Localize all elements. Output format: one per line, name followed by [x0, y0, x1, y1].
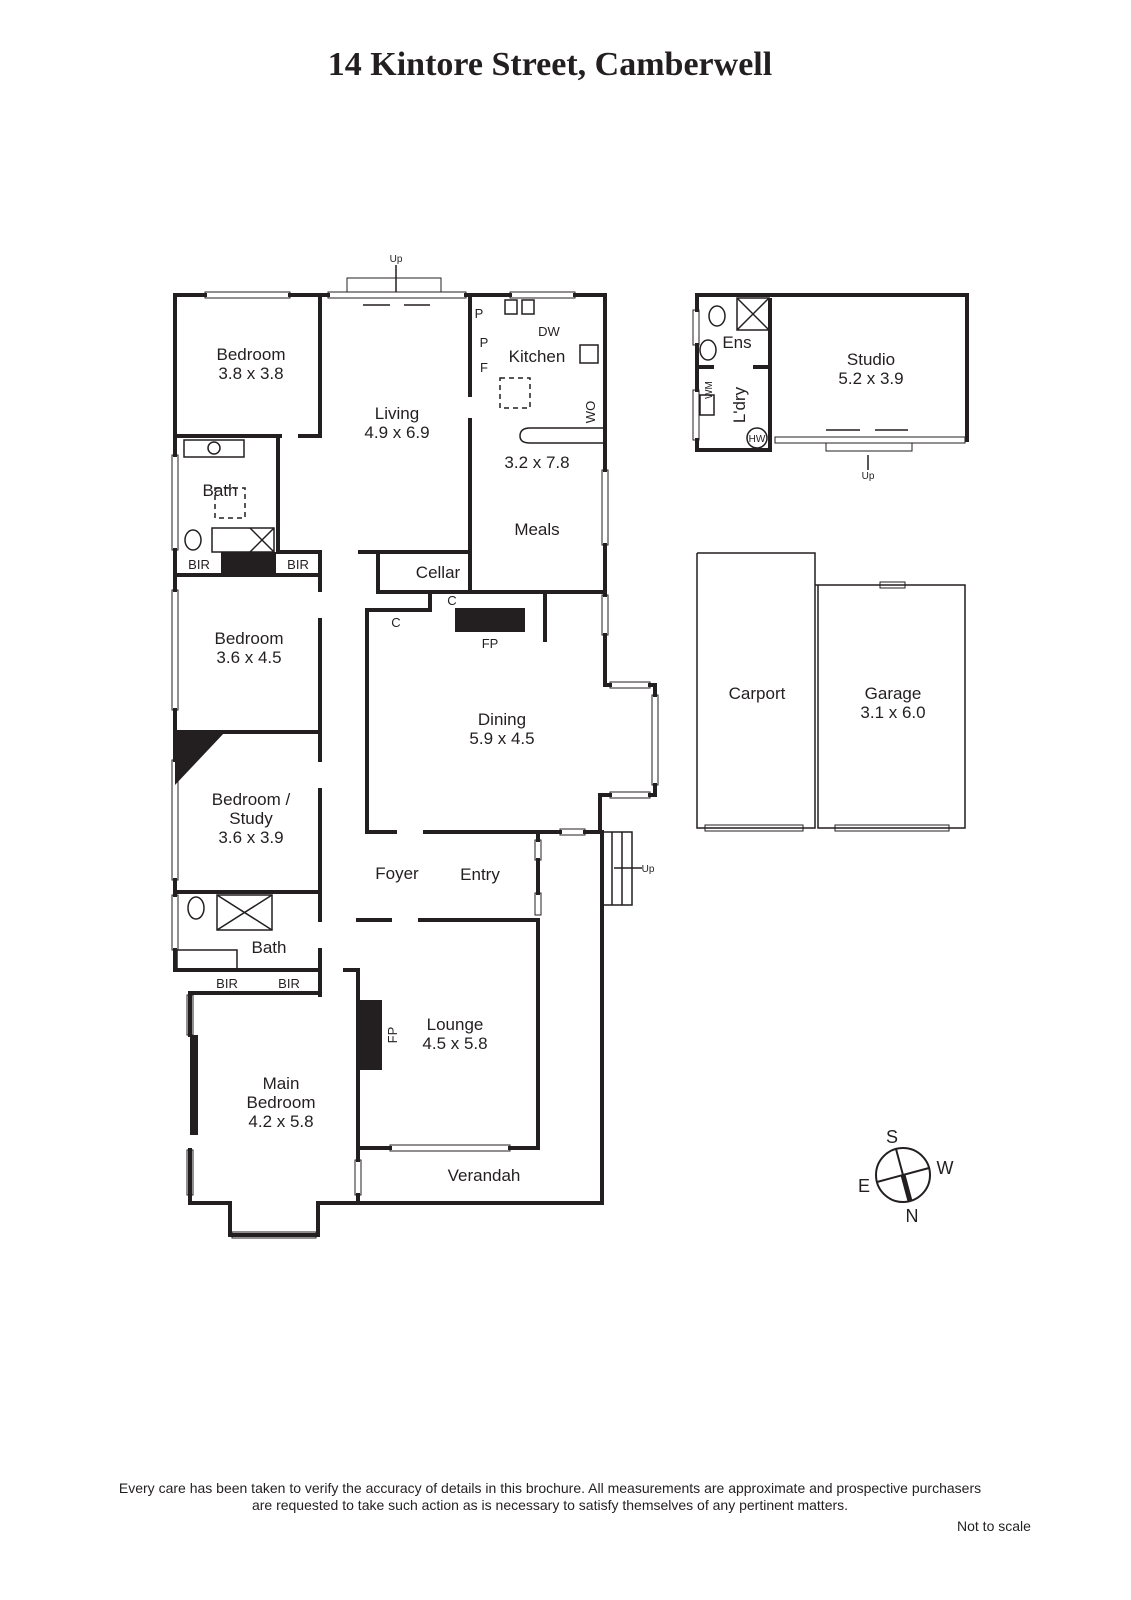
stairs-up-label: Up	[862, 471, 875, 482]
room-labels: Bedroom 3.8 x 3.8 Living 4.9 x 6.9 Kitch…	[203, 333, 926, 1185]
dishwasher-label: DW	[538, 324, 560, 339]
compass-west: W	[937, 1158, 954, 1178]
study-name-2: Study	[229, 809, 273, 828]
not-to-scale: Not to scale	[957, 1518, 1031, 1534]
main-bedroom-name-2: Bedroom	[247, 1093, 316, 1112]
plan-title: 14 Kintore Street, Camberwell	[327, 46, 773, 83]
main-bedroom-size: 4.2 x 5.8	[248, 1112, 313, 1131]
dining-name: Dining	[478, 710, 526, 729]
bir-label: BIR	[188, 557, 210, 572]
fixtures	[176, 265, 908, 971]
cupboard-label: C	[391, 615, 400, 630]
stairs-up-label: Up	[390, 254, 403, 265]
studio-size: 5.2 x 3.9	[838, 369, 903, 388]
bedroom1-size: 3.8 x 3.8	[218, 364, 283, 383]
bedroom1-name: Bedroom	[217, 345, 286, 364]
disclaimer: Every care has been taken to verify the …	[0, 1480, 1100, 1514]
entry-name: Entry	[460, 865, 500, 884]
stairs-up-label: Up	[642, 864, 655, 875]
bir-label: BIR	[287, 557, 309, 572]
foyer-name: Foyer	[375, 864, 419, 883]
lounge-size: 4.5 x 5.8	[422, 1034, 487, 1053]
main-bedroom-name-1: Main	[263, 1074, 300, 1093]
disclaimer-line-2: are requested to take such action as is …	[251, 1497, 849, 1513]
fireplace-label: FP	[482, 636, 499, 651]
fireplace-label: FP	[385, 1027, 400, 1044]
ens-name: Ens	[722, 333, 751, 352]
garage-name: Garage	[865, 684, 922, 703]
kitchen-name: Kitchen	[509, 347, 566, 366]
meals-name: Meals	[514, 520, 559, 539]
living-size: 4.9 x 6.9	[364, 423, 429, 442]
kitchen-size: 3.2 x 7.8	[504, 453, 569, 472]
bir-label: BIR	[216, 976, 238, 991]
bir-label: BIR	[278, 976, 300, 991]
compass-circle	[875, 1147, 931, 1203]
bath2-name: Bath	[252, 938, 287, 957]
compass-north: N	[906, 1206, 919, 1226]
laundry-name: L'dry	[730, 386, 749, 423]
pantry-label: P	[480, 335, 489, 350]
garage-size: 3.1 x 6.0	[860, 703, 925, 722]
verandah-name: Verandah	[448, 1166, 521, 1185]
study-name-1: Bedroom /	[212, 790, 291, 809]
bedroom2-size: 3.6 x 4.5	[216, 648, 281, 667]
study-size: 3.6 x 3.9	[218, 828, 283, 847]
lounge-name: Lounge	[427, 1015, 484, 1034]
cupboard-label: C	[447, 593, 456, 608]
dining-size: 5.9 x 4.5	[469, 729, 534, 748]
compass-south: S	[886, 1127, 898, 1147]
walls	[173, 293, 969, 1237]
pantry-label: P	[475, 306, 484, 321]
bath1-name: Bath	[203, 481, 238, 500]
compass: S W E N	[858, 1127, 954, 1226]
bedroom2-name: Bedroom	[215, 629, 284, 648]
studio-name: Studio	[847, 350, 895, 369]
compass-east: E	[858, 1176, 870, 1196]
wall-oven-label: WO	[583, 401, 598, 423]
hot-water-label: HW	[749, 434, 766, 445]
living-name: Living	[375, 404, 419, 423]
disclaimer-line-1: Every care has been taken to verify the …	[118, 1480, 982, 1496]
washing-machine-label: WM	[704, 381, 715, 399]
carport-name: Carport	[729, 684, 786, 703]
fixture-labels: P P F DW WO BIR BIR BIR BIR C C FP FP WM…	[188, 254, 875, 1043]
fridge-label: F	[480, 360, 488, 375]
cellar-name: Cellar	[416, 563, 461, 582]
